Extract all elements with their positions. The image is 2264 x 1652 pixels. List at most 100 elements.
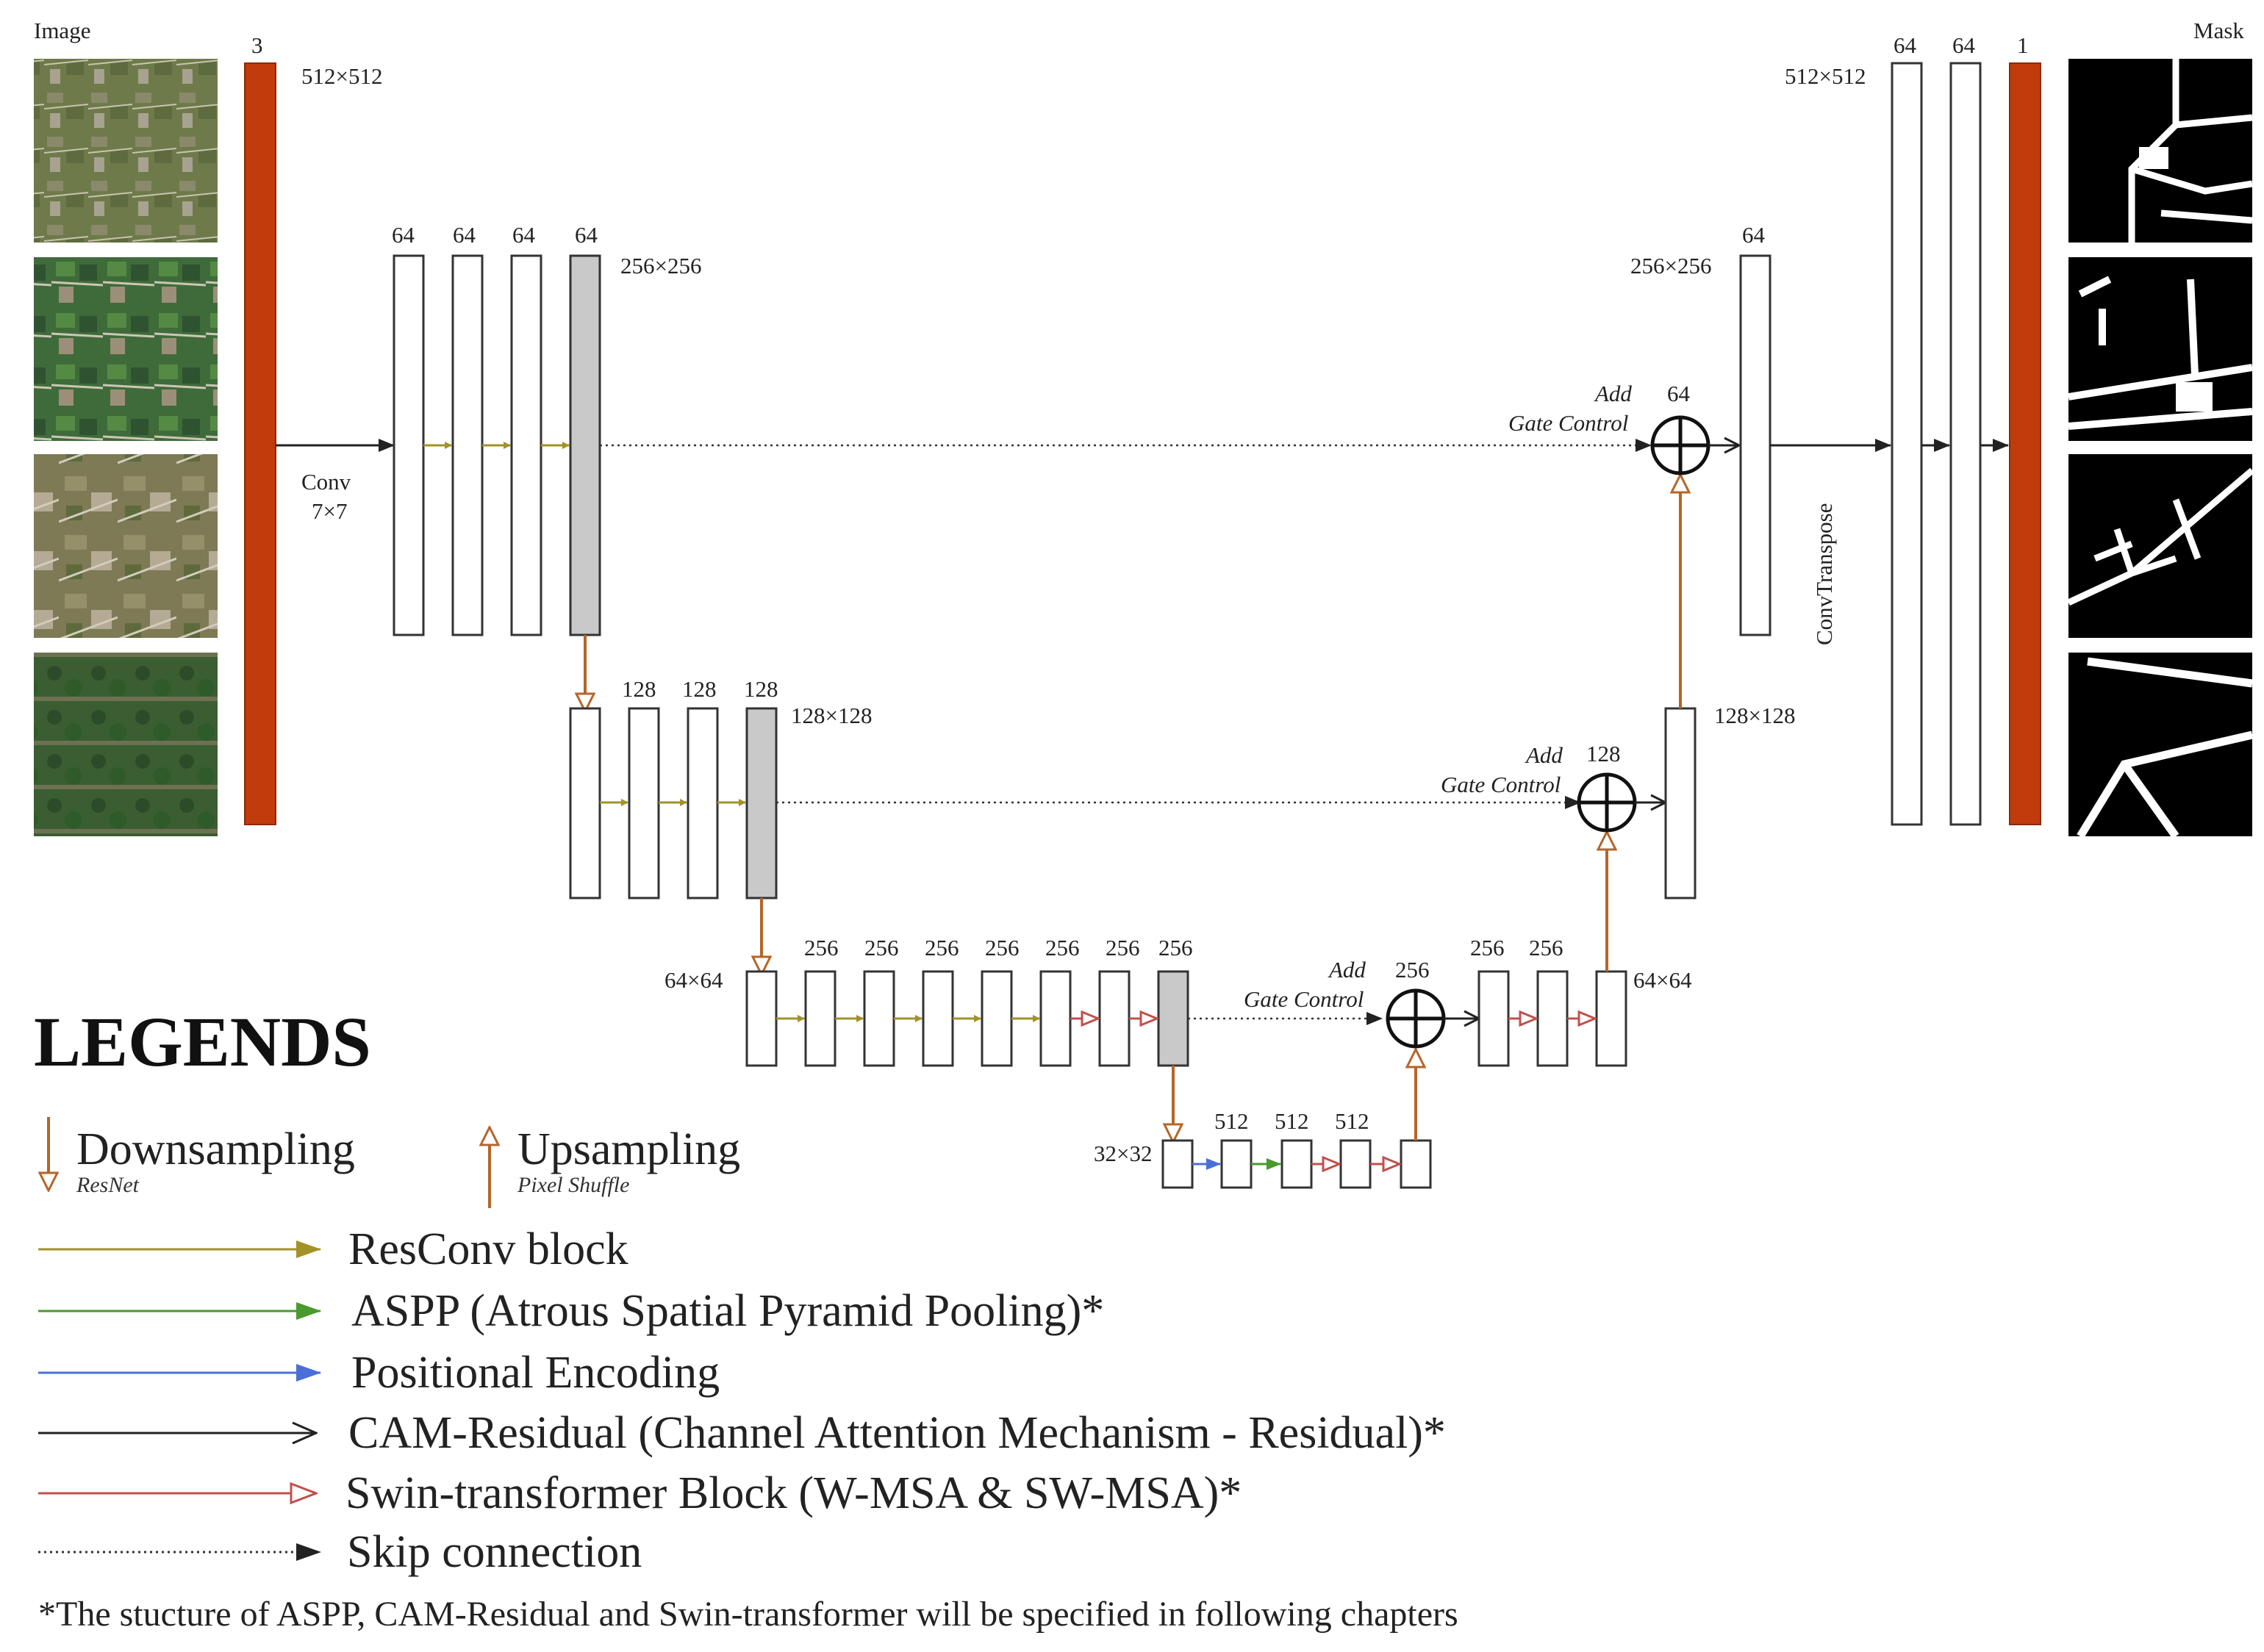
legend-downsampling: Downsampling ResNet [49, 1117, 355, 1197]
satellite-image-icon [34, 454, 218, 638]
feature-block [451, 254, 484, 636]
upsampling-label: Upsampling [517, 1124, 740, 1174]
feature-block [863, 970, 895, 1067]
satellite-image-icon [34, 257, 218, 441]
feature-block [1161, 1139, 1194, 1189]
legend-skip: Skip connection [38, 1527, 642, 1577]
feature-block-skip [569, 254, 601, 636]
legend-cam-residual: CAM-Residual (Channel Attention Mechanis… [38, 1408, 1446, 1458]
input-feature-bar [244, 62, 276, 825]
legend-swin: Swin-transformer Block (W-MSA & SW-MSA)* [38, 1468, 1242, 1518]
size-label: 128×128 [791, 703, 872, 728]
road-mask-icon [2067, 454, 2254, 638]
input-channel-label: 3 [251, 32, 263, 58]
channel-label: 256 [864, 935, 899, 960]
channel-label: 256 [1106, 935, 1140, 960]
feature-block [1891, 62, 1923, 826]
feature-block [1280, 1139, 1313, 1189]
channel-label: 128 [744, 676, 778, 702]
legend-resconv: ResConv block [38, 1224, 628, 1274]
legend-title: LEGENDS [34, 1002, 371, 1081]
legend-aspp: ASPP (Atrous Spatial Pyramid Pooling)* [38, 1286, 1104, 1336]
feature-block [687, 707, 719, 899]
satellite-image-icon [34, 59, 218, 243]
road-mask-icon [2068, 59, 2253, 243]
gate-control-2: Add Gate Control 128 [1441, 741, 1637, 833]
gate-control-label: Gate Control [1441, 772, 1561, 797]
channel-label: 512 [1275, 1108, 1309, 1134]
channel-label: 128 [1586, 741, 1621, 766]
channel-label: 256 [1158, 935, 1193, 960]
bottleneck: 32×32 512 512 512 [1094, 1108, 1432, 1189]
satellite-image-icon [34, 653, 218, 836]
size-label: 256×256 [620, 253, 701, 279]
channel-label: 256 [1045, 935, 1080, 960]
decoder-level-3: 256 256 64×64 [1470, 935, 1692, 1067]
gate-control-label: Gate Control [1244, 986, 1364, 1012]
feature-block [1664, 707, 1697, 899]
channel-label: 64 [1742, 222, 1766, 248]
encoder-level-2: 128 128 128 128×128 [569, 676, 872, 899]
gate-control-3: Add Gate Control 256 [1244, 957, 1446, 1049]
conv-kernel-label: 7×7 [312, 498, 347, 524]
road-mask-icon [2068, 653, 2254, 839]
channel-label: 512 [1214, 1108, 1249, 1134]
input-size-label: 512×512 [301, 63, 382, 89]
channel-label: 512 [1335, 1108, 1369, 1134]
channel-label: 64 [1894, 32, 1917, 58]
add-label: Add [1328, 957, 1366, 983]
size-label: 128×128 [1714, 703, 1795, 728]
feature-block [1949, 62, 1982, 826]
legend-item-label: Swin-transformer Block (W-MSA & SW-MSA)* [345, 1468, 1242, 1518]
feature-block [1339, 1139, 1372, 1189]
feature-block [804, 970, 837, 1067]
feature-block [922, 970, 954, 1067]
feature-block [1739, 254, 1772, 636]
input-satellite-images [34, 59, 218, 836]
channel-label: 256 [804, 935, 839, 960]
legend-item-label: Positional Encoding [351, 1348, 720, 1398]
channel-label: 64 [512, 222, 536, 248]
input-panel-label: Image [34, 18, 90, 43]
feature-block [510, 254, 542, 636]
size-label: 64×64 [1633, 967, 1692, 993]
convtranspose-label: ConvTranspose [1811, 503, 1837, 646]
output-masks [2067, 59, 2254, 839]
channel-label: 64 [453, 222, 476, 248]
output-panel-label: Mask [2193, 18, 2244, 43]
size-label: 32×32 [1094, 1141, 1152, 1166]
size-label: 512×512 [1785, 63, 1866, 89]
gate-control-1: Add Gate Control 64 [1508, 381, 1710, 475]
downsampling-sub-label: ResNet [76, 1173, 140, 1197]
legend-upsampling: Upsampling Pixel Shuffle [490, 1124, 740, 1208]
legend-item-label: ASPP (Atrous Spatial Pyramid Pooling)* [351, 1286, 1104, 1336]
channel-label: 64 [1952, 32, 1976, 58]
feature-block [1098, 970, 1131, 1067]
channel-label: 64 [392, 222, 415, 248]
feature-block [393, 254, 425, 636]
output-blocks: 512×512 64 64 1 [1785, 32, 2041, 826]
size-label: 256×256 [1630, 253, 1711, 279]
feature-block [1400, 1139, 1432, 1189]
channel-label: 128 [682, 676, 717, 702]
legend-positional-encoding: Positional Encoding [38, 1348, 720, 1398]
channel-label: 64 [575, 222, 598, 248]
encoder-level-3: 64×64 256 256 256 256 256 256 256 [664, 935, 1193, 1067]
legend-item-label: CAM-Residual (Channel Attention Mechanis… [348, 1408, 1446, 1458]
add-label: Add [1525, 742, 1563, 768]
conv-label: Conv [301, 469, 351, 495]
encoder-level-1: 64 64 64 64 256×256 [392, 222, 701, 636]
channel-label: 256 [1470, 935, 1505, 960]
channel-label: 1 [2017, 32, 2029, 58]
feature-block-skip [1157, 970, 1189, 1067]
feature-block [1220, 1139, 1253, 1189]
feature-block [1477, 970, 1510, 1067]
channel-label: 128 [622, 676, 656, 702]
feature-block [628, 707, 660, 899]
upsampling-sub-label: Pixel Shuffle [517, 1173, 629, 1197]
feature-block [569, 707, 601, 899]
feature-block [745, 970, 778, 1067]
feature-block [981, 970, 1013, 1067]
channel-label: 256 [985, 935, 1020, 960]
